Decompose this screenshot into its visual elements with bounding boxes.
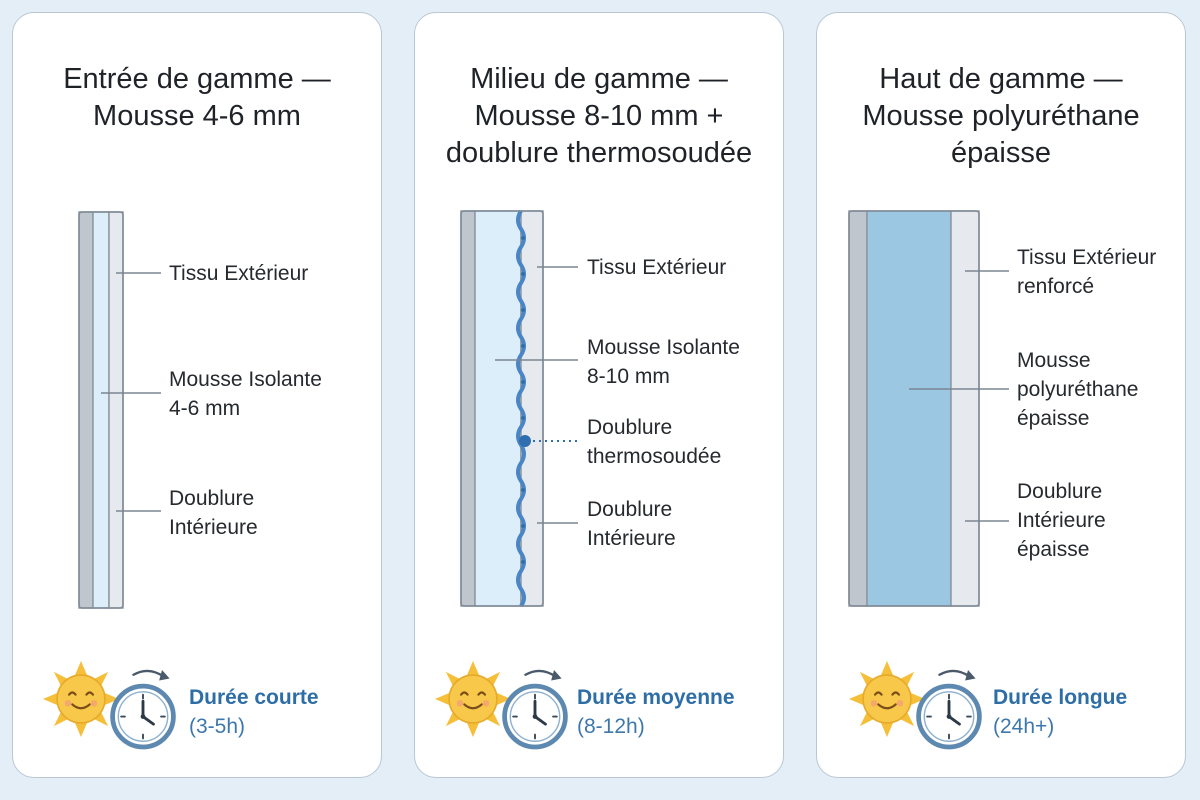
card-title: Entrée de gamme — Mousse 4-6 mm <box>63 63 331 132</box>
label-foam: Mousse Isolante 4-6 mm <box>169 368 322 420</box>
label-inner-lining: Doublure Intérieure <box>169 487 258 539</box>
duration-info: Durée courte (3-5h) <box>189 686 319 738</box>
lining-marker <box>519 435 531 447</box>
outer-fabric-layer <box>848 210 868 607</box>
thermo-lining-layer <box>516 209 526 608</box>
outer-fabric-layer <box>78 211 94 609</box>
card-entry-level: Entrée de gamme — Mousse 4-6 mm Tissu Ex… <box>12 12 382 778</box>
clock-icon <box>497 665 573 751</box>
label-inner-lining: Doublure Intérieure <box>587 498 676 550</box>
card-high-end: Haut de gamme — Mousse polyuréthane épai… <box>816 12 1186 778</box>
foam-layer <box>474 210 522 607</box>
layer-cross-section <box>78 211 161 609</box>
layer-cross-section <box>848 210 1009 607</box>
inner-lining-layer <box>108 211 124 609</box>
foam-layer <box>92 211 110 609</box>
label-foam: Mousse Isolante 8-10 mm <box>587 336 740 388</box>
outer-fabric-layer <box>460 210 476 607</box>
label-foam: Mousse polyuréthane épaisse <box>1017 349 1139 430</box>
card-title: Haut de gamme — Mousse polyuréthane épai… <box>862 63 1140 169</box>
duration-info: Durée longue (24h+) <box>993 686 1128 738</box>
layer-cross-section <box>460 209 578 608</box>
foam-layer <box>866 210 952 607</box>
label-outer-fabric: Tissu Extérieur <box>169 262 309 285</box>
label-inner-lining: Doublure Intérieure épaisse <box>1017 480 1106 561</box>
clock-icon <box>105 665 181 751</box>
label-outer-fabric: Tissu Extérieur renforcé <box>1017 246 1157 298</box>
label-outer-fabric: Tissu Extérieur <box>587 256 727 279</box>
lining-dots <box>521 236 525 564</box>
label-thermo-lining: Doublure thermosoudée <box>587 416 722 468</box>
duration-info: Durée moyenne (8-12h) <box>577 686 735 738</box>
clock-icon <box>911 665 987 751</box>
card-mid-range: Milieu de gamme — Mousse 8-10 mm + doubl… <box>414 12 784 778</box>
card-title: Milieu de gamme — Mousse 8-10 mm + doubl… <box>445 63 753 169</box>
